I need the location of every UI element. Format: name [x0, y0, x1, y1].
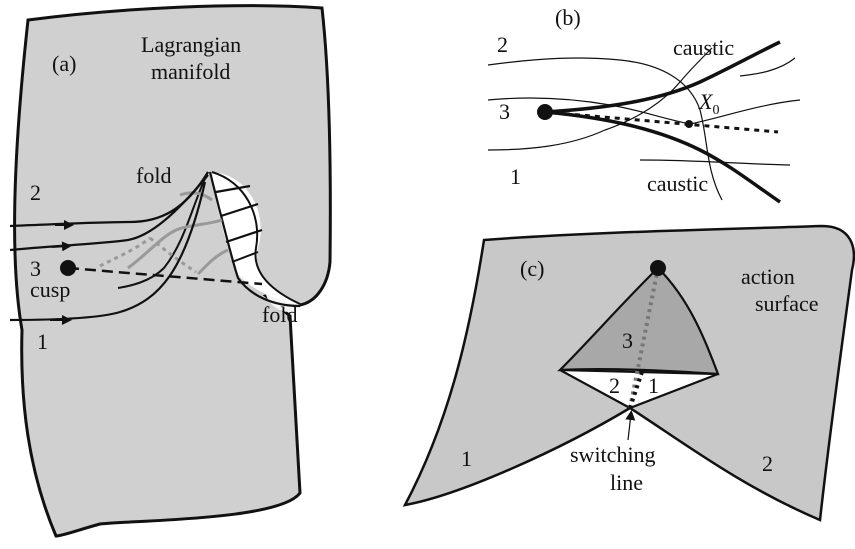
- ray-3: [9, 174, 209, 252]
- fold-edge-right: [208, 171, 301, 308]
- thin-curve-topright: [739, 57, 796, 77]
- switching-pointer: [625, 410, 636, 441]
- sheet-3-triangle: [557, 266, 720, 376]
- panel-b-label: (b): [555, 5, 581, 30]
- panel-c-label: (c): [520, 256, 544, 281]
- sheet-3-label: 3: [622, 328, 633, 353]
- fold-white-region: [212, 172, 300, 305]
- panel-c: (c) action surface 3 2 1 1 2 switching l…: [402, 224, 855, 522]
- sheet-2-outer-label: 2: [762, 451, 773, 476]
- ray-1-label: 1: [37, 329, 48, 354]
- fold-back-edge: [211, 171, 301, 305]
- thin-curve-lower: [487, 47, 713, 151]
- caustic-upper: [544, 40, 781, 114]
- caustic-label-bottom: caustic: [647, 171, 708, 196]
- panel-a-title-line1: Lagrangian: [141, 32, 241, 57]
- panel-b: (b) caustic caustic X0 2 3 1: [487, 5, 801, 204]
- cusp-point-b: [537, 104, 553, 120]
- panel-a-title-line2: manifold: [151, 59, 230, 84]
- switching-line-b: [544, 110, 779, 134]
- panel-a-label: (a): [52, 51, 76, 76]
- thin-curve-bottom: [639, 159, 791, 166]
- panel-c-title-line1: action: [741, 264, 795, 289]
- region-3-label: 3: [499, 99, 510, 124]
- ray-2-label: 2: [30, 180, 41, 205]
- switching-label-line1: switching: [570, 442, 656, 467]
- cusp-point-c: [650, 260, 666, 276]
- point-x0-label: X0: [698, 89, 719, 118]
- fold-label-top: fold: [136, 163, 171, 188]
- switching-label-line2: line: [610, 470, 643, 495]
- gray-curve-a: [179, 191, 213, 202]
- thin-curve-top-left: [487, 57, 723, 201]
- ray-3-label: 3: [30, 256, 41, 281]
- thin-curve-mid: [487, 97, 801, 125]
- fold-strip-2: [220, 202, 259, 218]
- sheet-1-inner-label: 1: [648, 373, 659, 398]
- gray-curve-c: [196, 248, 229, 276]
- fold-strip-4: [231, 251, 259, 263]
- fold-edge-upper: [117, 171, 209, 289]
- caustic-lower: [544, 110, 781, 204]
- cusp-dashed-line: [67, 266, 263, 286]
- caustic-label-top: caustic: [673, 35, 734, 60]
- fold-strip-3: [225, 228, 263, 244]
- region-2-label: 2: [497, 32, 508, 57]
- fold-strip-1: [215, 184, 251, 194]
- cusp-point: [60, 260, 76, 276]
- ray-3-arrow: [51, 241, 72, 252]
- fold-label-right: fold: [262, 302, 297, 327]
- gray-dotted-a: [99, 236, 151, 268]
- panel-c-title-line2: surface: [755, 291, 819, 316]
- sheet-1-outer-label: 1: [461, 446, 472, 471]
- gray-curve-b: [127, 218, 223, 270]
- point-x0: [685, 120, 693, 128]
- sheet-2-inner-label: 2: [609, 373, 620, 398]
- cusp-label: cusp: [30, 277, 70, 302]
- switching-line-dotted-top: [628, 267, 660, 409]
- region-1-label: 1: [510, 164, 521, 189]
- panel-a: (a) Lagrangian manifold fold fold cusp 2…: [9, 4, 332, 538]
